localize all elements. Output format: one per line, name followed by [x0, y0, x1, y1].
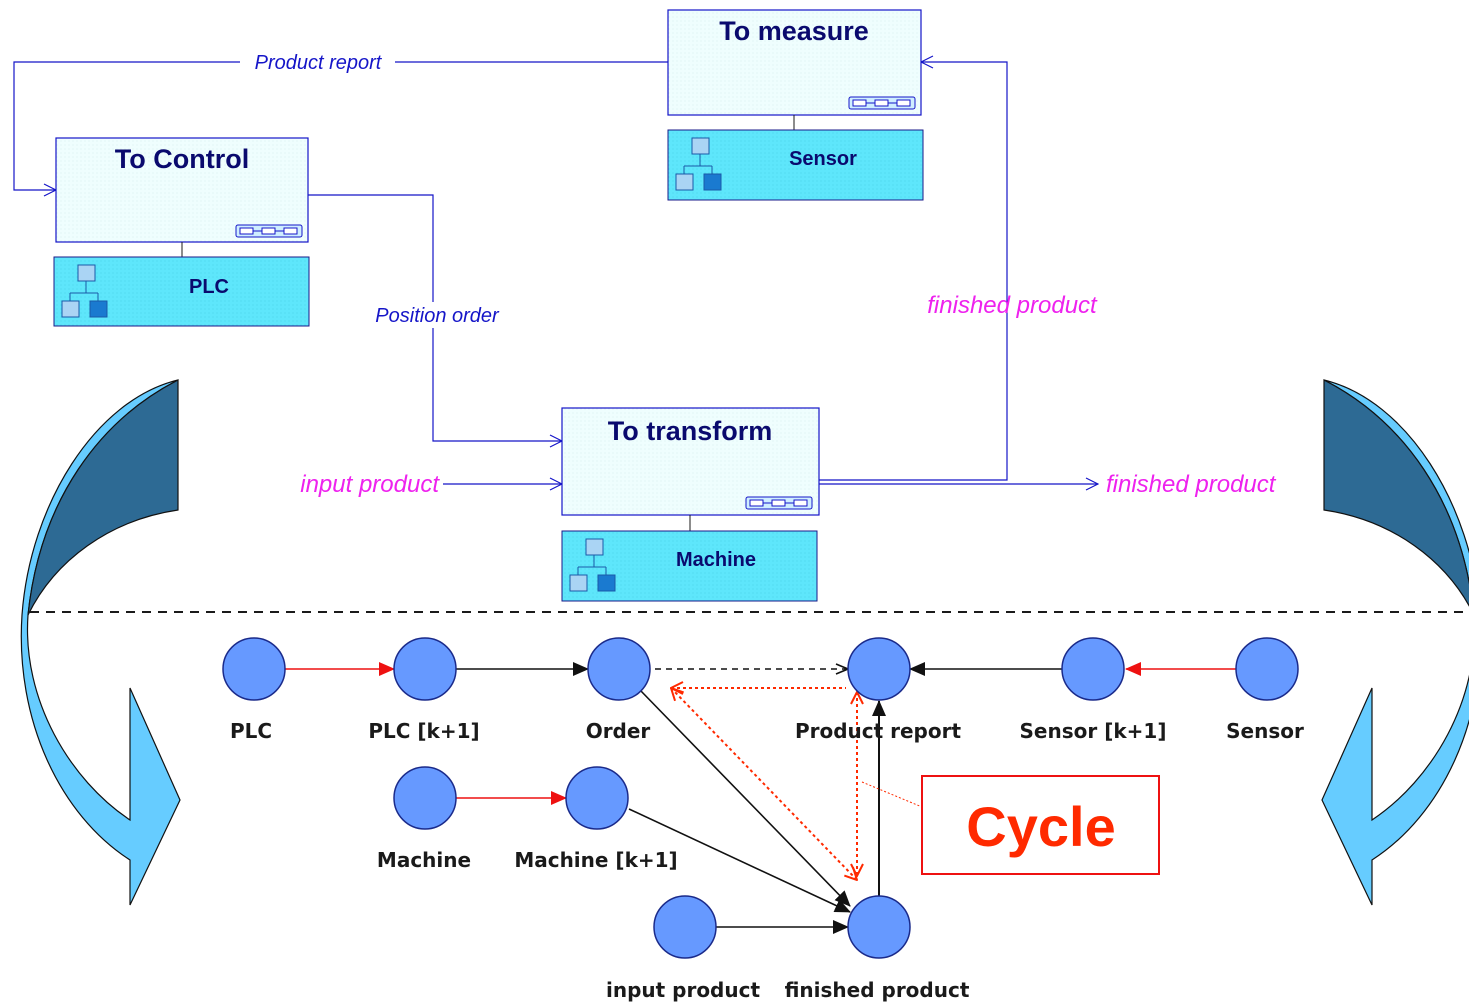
function-title: To Control	[115, 144, 249, 174]
resource-machine[interactable]: Machine	[561, 530, 818, 602]
node-label-product-report: Product report	[795, 719, 962, 743]
node-plc-k1[interactable]	[393, 637, 457, 701]
node-label-machine-k1: Machine [k+1]	[514, 848, 677, 872]
right-curved-arrow	[1321, 379, 1469, 906]
input-product-flow-label: input product	[300, 471, 440, 498]
cycle-highlight	[671, 688, 857, 880]
finished-product-up-flow-label: finished product	[927, 292, 1098, 319]
node-label-order: Order	[586, 719, 651, 743]
function-to-transform[interactable]: To transform	[561, 407, 820, 531]
node-sensor[interactable]	[1235, 637, 1299, 701]
node-order[interactable]	[587, 637, 651, 701]
chain-icon	[235, 224, 303, 238]
chain-icon	[745, 496, 813, 510]
function-to-control[interactable]: To Control	[55, 137, 309, 257]
finished-product-out-flow-label: finished product	[1106, 471, 1277, 498]
node-label-sensor-k1: Sensor [k+1]	[1020, 719, 1167, 743]
resource-label: Machine	[676, 549, 756, 571]
cycle-callout: Cycle	[921, 775, 1160, 875]
chain-icon	[848, 96, 916, 110]
node-machine-k1[interactable]	[565, 766, 629, 830]
graph-node-labels: PLC PLC [k+1] Order Product report Senso…	[230, 719, 1304, 1002]
node-label-machine: Machine	[377, 848, 471, 872]
hierarchy-icon	[569, 538, 616, 592]
node-label-plc: PLC	[230, 719, 272, 743]
node-label-input-product: input product	[606, 978, 761, 1002]
node-input-product[interactable]	[653, 895, 717, 959]
node-plc[interactable]	[222, 637, 286, 701]
left-curved-arrow	[20, 379, 181, 906]
node-label-sensor: Sensor	[1226, 719, 1304, 743]
node-label-plc-k1: PLC [k+1]	[368, 719, 479, 743]
node-finished-product[interactable]	[847, 895, 911, 959]
hierarchy-icon	[61, 264, 108, 318]
product-report-flow-label: Product report	[255, 52, 383, 74]
resource-label: Sensor	[789, 148, 857, 170]
node-machine[interactable]	[393, 766, 457, 830]
resource-label: PLC	[189, 276, 229, 298]
function-to-measure[interactable]: To measure	[667, 9, 922, 130]
node-product-report[interactable]	[847, 637, 911, 701]
position-order-flow-label: Position order	[375, 305, 500, 327]
hierarchy-icon	[675, 137, 722, 191]
resource-sensor[interactable]: Sensor	[667, 129, 924, 201]
resource-plc[interactable]: PLC	[53, 256, 310, 327]
graph-nodes	[222, 637, 1299, 959]
cycle-label: Cycle	[966, 795, 1115, 858]
function-title: To measure	[719, 16, 869, 46]
node-sensor-k1[interactable]	[1061, 637, 1125, 701]
function-title: To transform	[608, 416, 773, 446]
node-label-finished-product: finished product	[785, 978, 970, 1002]
finished-product-up-flow	[819, 62, 1008, 481]
cycle-callout-leader	[861, 781, 923, 808]
